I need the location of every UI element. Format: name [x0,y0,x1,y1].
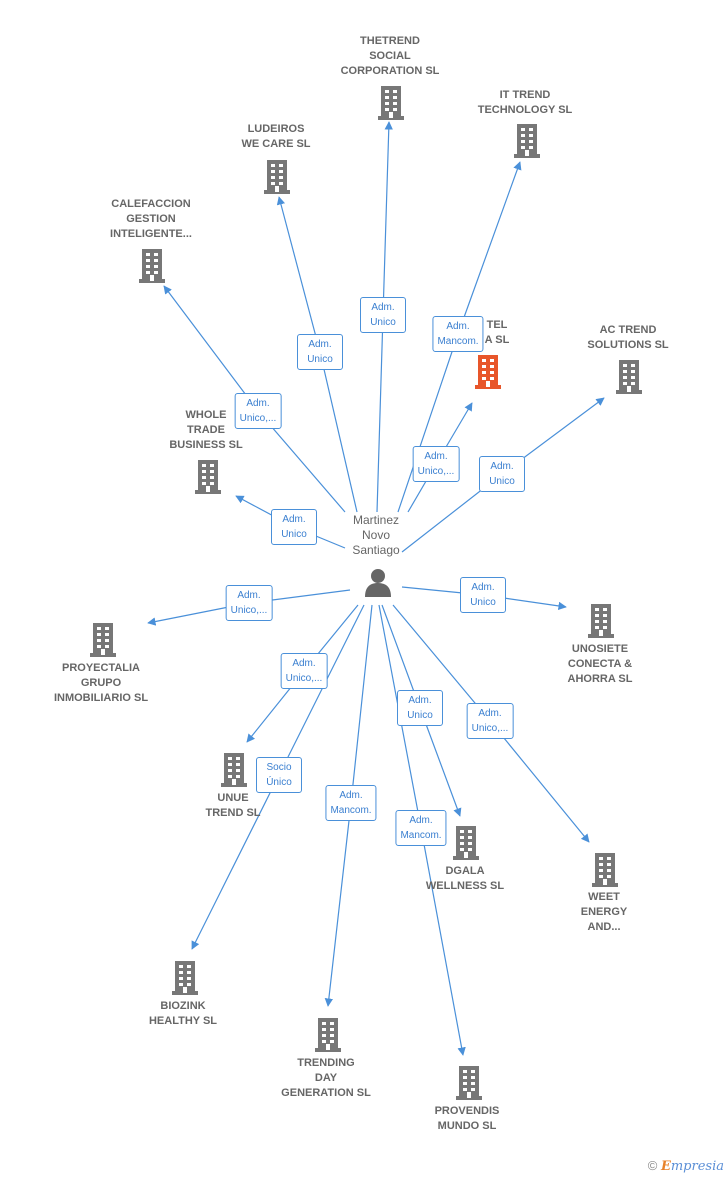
building-icon[interactable] [512,122,542,158]
company-label-actrend[interactable]: AC TREND SOLUTIONS SL [587,324,669,351]
relation-label-whole[interactable]: Adm. Unico [271,509,317,545]
relation-label-thetrend[interactable]: Adm. Unico [360,297,406,333]
company-label-unue[interactable]: UNUE TREND SL [205,792,261,819]
company-label-trending[interactable]: TRENDING DAY GENERATION SL [281,1057,371,1099]
relation-label-actrend[interactable]: Adm. Unico [479,456,525,492]
company-label-proyectalia[interactable]: PROYECTALIA GRUPO INMOBILIARIO SL [53,662,149,704]
copyright: © Empresia [648,1158,724,1174]
building-icon[interactable] [586,602,616,638]
relation-label-biozink[interactable]: Socio Único [256,757,302,793]
building-icon[interactable] [614,358,644,394]
relation-label-trending[interactable]: Adm. Mancom. [325,785,377,821]
company-label-weet[interactable]: WEET ENERGY AND... [580,891,628,933]
company-label-calefaccion[interactable]: CALEFACCION GESTION INTELIGENTE... [110,198,192,240]
building-icon[interactable] [454,1064,484,1100]
company-label-tel[interactable]: TEL A SL [484,319,510,346]
company-label-thetrend[interactable]: THETREND SOCIAL CORPORATION SL [340,35,440,77]
company-label-biozink[interactable]: BIOZINK HEALTHY SL [148,1000,218,1027]
building-icon[interactable] [451,824,481,860]
brand-logo-text: mpresia [670,1159,724,1174]
company-label-ludeiros[interactable]: LUDEIROS WE CARE SL [241,123,311,150]
building-icon[interactable] [376,84,406,120]
building-icon[interactable] [473,353,503,389]
relation-label-proyectalia[interactable]: Adm. Unico,... [225,585,273,621]
relation-label-ittrend[interactable]: Adm. Mancom. [432,316,484,352]
relation-label-dgala[interactable]: Adm. Unico [397,690,443,726]
relation-label-ludeiros[interactable]: Adm. Unico [297,334,343,370]
building-icon[interactable] [137,247,167,283]
relation-label-unosiete[interactable]: Adm. Unico [460,577,506,613]
building-icon[interactable] [590,851,620,887]
company-label-ittrend[interactable]: IT TREND TECHNOLOGY SL [477,89,573,116]
relation-label-provendis[interactable]: Adm. Mancom. [395,810,447,846]
company-label-whole[interactable]: WHOLE TRADE BUSINESS SL [169,409,243,451]
relation-label-weet[interactable]: Adm. Unico,... [466,703,514,739]
relation-label-tel[interactable]: Adm. Unico,... [412,446,460,482]
brand-logo-initial: E [660,1159,671,1174]
person-icon[interactable] [363,566,393,603]
building-icon[interactable] [313,1016,343,1052]
building-icon[interactable] [193,458,223,494]
building-icon[interactable] [219,751,249,787]
relation-label-calefaccion[interactable]: Adm. Unico,... [234,393,282,429]
building-icon[interactable] [88,621,118,657]
company-label-provendis[interactable]: PROVENDIS MUNDO SL [434,1105,500,1132]
copyright-symbol: © [647,1158,658,1173]
company-label-dgala[interactable]: DGALA WELLNESS SL [425,865,505,892]
person-label[interactable]: Martinez Novo Santiago [352,513,400,557]
relation-label-unue[interactable]: Adm. Unico,... [280,653,328,689]
building-icon[interactable] [170,959,200,995]
building-icon[interactable] [262,158,292,194]
company-label-unosiete[interactable]: UNOSIETE CONECTA & AHORRA SL [567,643,633,685]
